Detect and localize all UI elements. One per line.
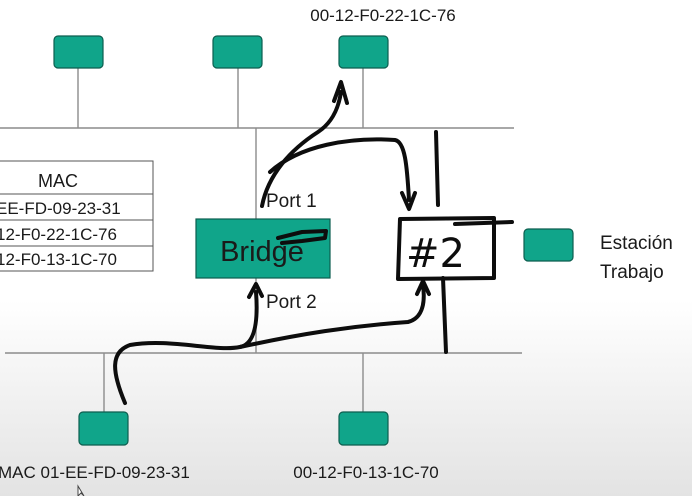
port-2-label: Port 2 xyxy=(266,292,317,313)
lower-background xyxy=(0,300,692,496)
ink-box2-overline xyxy=(453,220,514,226)
bottom-right-mac-label: 00-12-F0-13-1C-70 xyxy=(293,463,439,482)
ink-path-port1-to-box2 xyxy=(268,137,411,202)
ink-arrowhead-box2-bottom xyxy=(415,279,431,296)
mac-table-row-cell-1 xyxy=(0,193,154,221)
bottom-station-1 xyxy=(78,411,129,446)
mac-table-row-cell-3 xyxy=(0,245,154,272)
mouse-cursor-icon xyxy=(77,484,85,496)
top-station-mac-label: 00-12-F0-22-1C-76 xyxy=(310,6,456,25)
ink-arrowhead-box2 xyxy=(400,191,417,211)
workstation-label-line-1: Estación xyxy=(600,233,673,254)
ink-bridge-scribble xyxy=(276,229,328,245)
ink-line-to-box2-bottom xyxy=(238,283,426,349)
port-1-label: Port 1 xyxy=(266,191,317,212)
mac-table-header-cell xyxy=(0,160,154,195)
ink-line-vertical-right-lower xyxy=(441,276,448,354)
ink-arrowhead-top xyxy=(332,80,349,105)
ink-line-vertical-right xyxy=(434,130,440,207)
ink-loop-bottom xyxy=(113,290,259,405)
bottom-station-2 xyxy=(338,411,389,446)
right-workstation xyxy=(523,228,574,262)
workstation-label-line-2: Trabajo xyxy=(600,262,664,283)
mac-address-table: MAC EE-FD-09-23-31 12-F0-22-1C-76 12-F0-… xyxy=(0,160,154,272)
top-station-3 xyxy=(338,35,389,69)
mac-table-row-2: 12-F0-22-1C-76 xyxy=(0,225,117,244)
mac-table-header: MAC xyxy=(38,171,78,191)
bridge-box xyxy=(195,218,331,279)
ink-arrowhead-port2 xyxy=(247,282,264,299)
handwritten-hash-2: #2 xyxy=(406,231,465,277)
mac-table-row-3: 12-F0-13-1C-70 xyxy=(0,250,117,269)
bottom-left-mac-label: MAC 01-EE-FD-09-23-31 xyxy=(0,463,190,482)
top-station-1 xyxy=(53,35,104,69)
ink-arrow-port1-to-top-station xyxy=(260,90,343,208)
top-station-2 xyxy=(212,35,263,69)
mac-table-row-1: EE-FD-09-23-31 xyxy=(0,199,121,218)
handwritten-annotations: #2 xyxy=(113,80,514,405)
ink-box-2 xyxy=(396,216,496,281)
